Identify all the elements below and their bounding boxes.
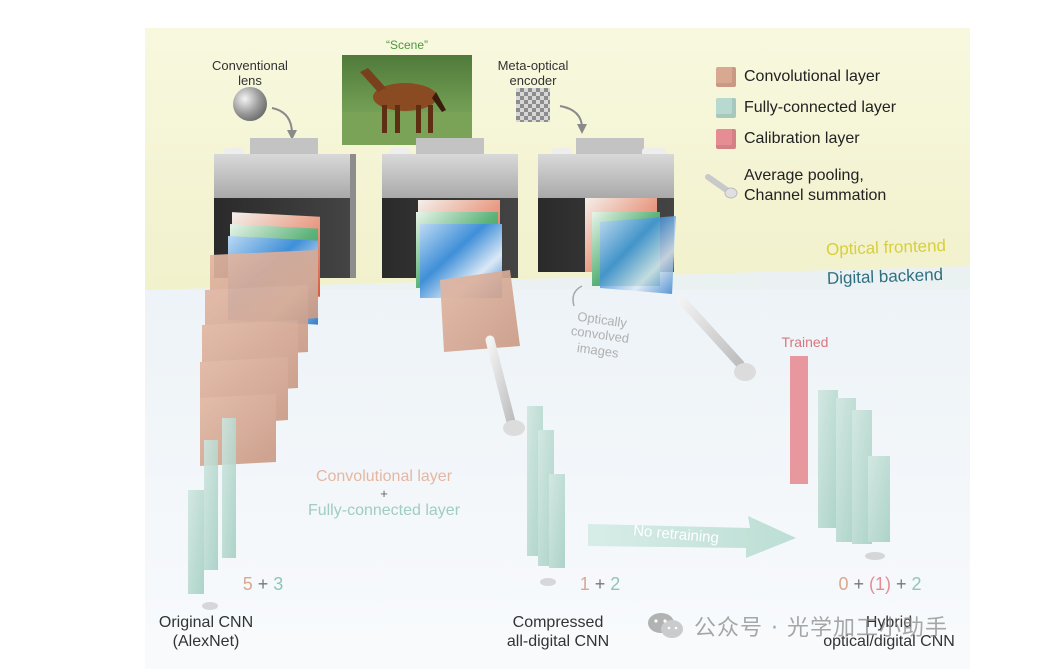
meta-optical-encoder-pattern xyxy=(516,88,550,122)
formula-part: + xyxy=(589,574,611,594)
legend-label-conv: Convolutional layer xyxy=(744,68,881,85)
formula-hybrid: 0 + (1) + 2 xyxy=(828,574,932,595)
calibration-layer-bar xyxy=(790,356,808,484)
formula-original: 5 + 3 xyxy=(228,574,298,595)
legend-calibration: Calibration layer xyxy=(716,129,860,149)
conventional-lens-label: Conventional lens xyxy=(212,58,288,89)
legend-pooling: Average pooling, Channel summation xyxy=(704,166,886,206)
hybrid-cnn-fc-layers xyxy=(818,390,890,544)
original-cnn-conv-layers xyxy=(200,250,318,466)
legend-label-calib: Calibration layer xyxy=(744,130,860,147)
wechat-icon xyxy=(648,613,683,638)
formula-part: 1 xyxy=(579,574,590,594)
legend-convolutional: Convolutional layer xyxy=(716,67,880,87)
formula-part: + xyxy=(252,574,274,594)
pooling-rod-icon xyxy=(705,174,738,199)
legend-swatch-conv xyxy=(716,67,736,87)
formula-part: 2 xyxy=(911,574,922,594)
network-name-compressed: Compressed all-digital CNN xyxy=(506,614,610,650)
no-retraining-arrow xyxy=(588,516,796,558)
formula-part: 3 xyxy=(273,574,284,594)
network-name-original: Original CNN (AlexNet) xyxy=(158,614,254,650)
formula-part: (1) xyxy=(869,574,891,594)
trained-label: Trained xyxy=(781,334,829,350)
legend-swatch-calib xyxy=(716,129,736,149)
watermark-text: 公众号 · 光学加工小助手 xyxy=(694,616,948,641)
conventional-lens-sphere xyxy=(233,87,267,121)
legend-label-fc: Fully-connected layer xyxy=(744,99,897,116)
formula-part: 2 xyxy=(610,574,621,594)
formula-part: 5 xyxy=(242,574,253,594)
watermark: 公众号 · 光学加工小助手 xyxy=(646,610,948,642)
compressed-cnn-conv-layer xyxy=(440,270,520,352)
compressed-cnn-fc-layers xyxy=(527,406,565,568)
center-text-plus: + xyxy=(380,486,388,501)
formula-part: 0 xyxy=(838,574,849,594)
original-cnn-fc-layers xyxy=(188,418,236,594)
formula-part: + xyxy=(848,574,869,594)
optically-convolved-arrow xyxy=(572,285,583,307)
scene-image xyxy=(342,55,472,145)
optically-convolved-maps xyxy=(585,198,676,294)
center-text-conv: Convolutional layer xyxy=(315,468,453,485)
formula-compressed: 1 + 2 xyxy=(568,574,632,595)
hybrid-pooling-rod xyxy=(675,293,756,381)
network-name-hybrid: Hybrid optical/digital CNN xyxy=(823,614,955,650)
legend-fully-connected: Fully-connected layer xyxy=(716,98,896,118)
scene-label: “Scene” xyxy=(385,38,429,52)
formula-part: + xyxy=(891,574,912,594)
center-text-fc: Fully-connected layer xyxy=(307,502,461,519)
legend-label-pooling: Average pooling, Channel summation xyxy=(744,167,887,204)
digital-backend-region xyxy=(145,266,970,669)
compressed-pooling-rod xyxy=(485,335,525,436)
legend-swatch-fc xyxy=(716,98,736,118)
meta-optical-encoder-label: Meta-optical encoder xyxy=(497,58,569,89)
